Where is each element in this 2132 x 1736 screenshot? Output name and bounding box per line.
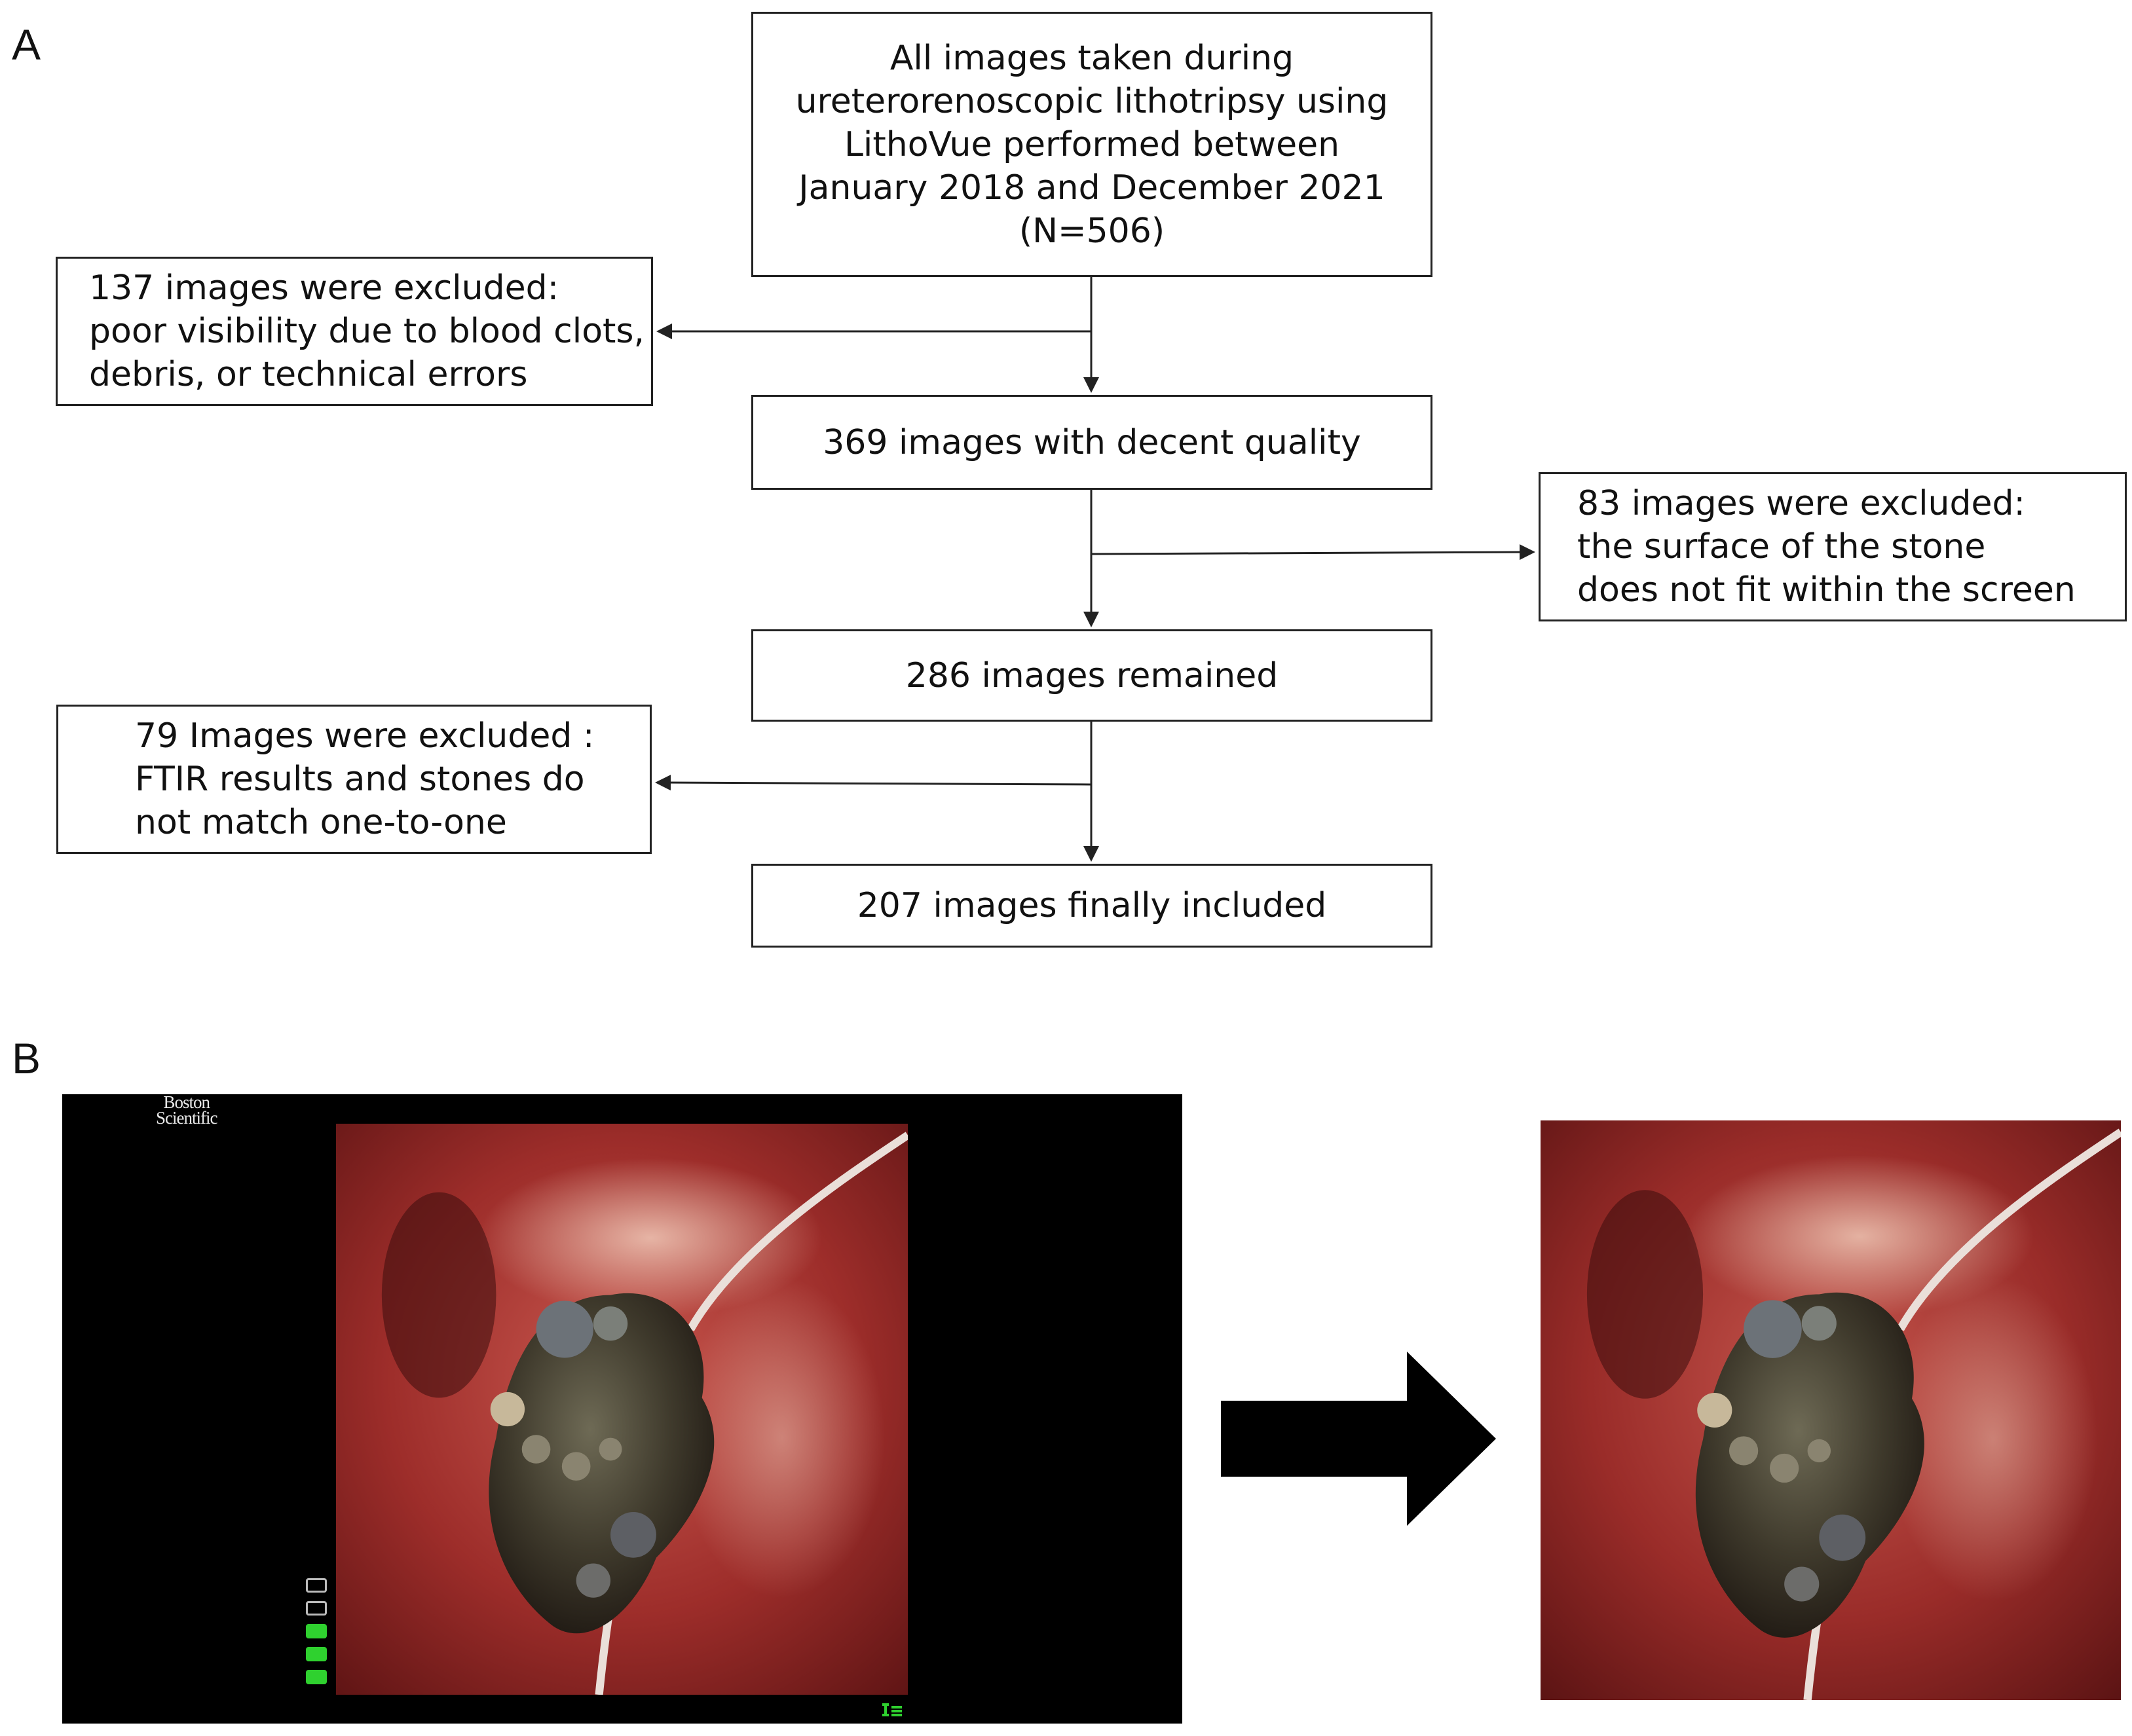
endoscopic-stone-image-raw: [336, 1124, 908, 1695]
status-icon: [882, 1703, 902, 1716]
panel-a-label: A: [12, 20, 41, 69]
exclusion-box-137: 137 images were excluded: poor visibilit…: [56, 257, 653, 406]
battery-cell-empty: [306, 1601, 327, 1616]
flow-box-remained: 286 images remained: [751, 629, 1432, 722]
exclusion-box-83: 83 images were excluded: the surface of …: [1539, 472, 2127, 621]
flow-box-remained-text: 286 images remained: [905, 656, 1279, 695]
arrow-to-exclusion-83: [1091, 544, 1535, 561]
panel-b-label: B: [12, 1034, 41, 1082]
flow-box-all-images: All images taken during ureterorenoscopi…: [751, 12, 1432, 277]
exclusion-box-79-text: 79 Images were excluded : FTIR results a…: [135, 716, 595, 842]
stone-illustration-cropped: [1541, 1120, 2121, 1700]
battery-cell-empty: [306, 1578, 327, 1593]
flow-box-all-images-text: All images taken during ureterorenoscopi…: [795, 38, 1389, 251]
flow-box-finally-included: 207 images finally included: [751, 864, 1432, 948]
brand-logo-line1: Boston: [163, 1092, 210, 1112]
brand-logo: Boston Scientific: [156, 1092, 217, 1128]
exclusion-box-83-text: 83 images were excluded: the surface of …: [1577, 484, 2076, 610]
endoscopic-stone-image-cropped: [1541, 1120, 2121, 1700]
flow-connectors: [655, 277, 1535, 862]
flow-box-decent-quality: 369 images with decent quality: [751, 395, 1432, 490]
brand-logo-line2: Scientific: [156, 1108, 217, 1128]
exclusion-box-137-text: 137 images were excluded: poor visibilit…: [89, 268, 645, 394]
battery-indicator: [306, 1578, 329, 1693]
flow-box-finally-included-text: 207 images finally included: [857, 886, 1327, 925]
battery-cell-full: [306, 1647, 327, 1661]
battery-cell-full: [306, 1670, 327, 1684]
right-arrow-icon: [1221, 1352, 1496, 1526]
flow-box-decent-quality-text: 369 images with decent quality: [823, 422, 1361, 462]
battery-cell-full: [306, 1624, 327, 1638]
stone-illustration-raw: [336, 1124, 908, 1695]
arrow-to-exclusion-79: [655, 775, 1092, 791]
exclusion-box-79: 79 Images were excluded : FTIR results a…: [56, 705, 652, 854]
